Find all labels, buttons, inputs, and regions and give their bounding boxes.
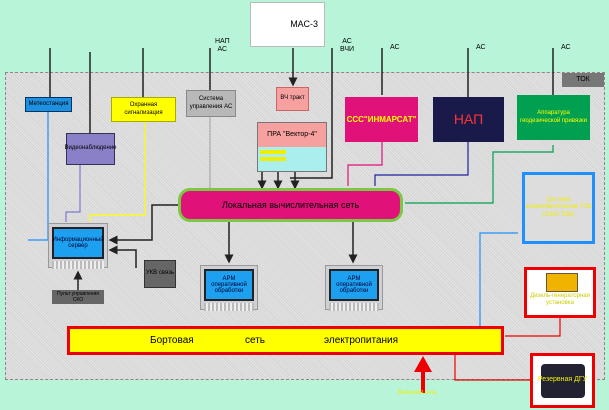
as-control-box: Система управления АС (186, 90, 236, 117)
arm2-label: АРМ оперативной обработки (329, 269, 379, 301)
geodetic-box: Аппаратура геодезической привязки (517, 95, 590, 140)
pra-label: ПРА "Вектор-4" (258, 123, 326, 147)
nap-box: НАП (433, 97, 504, 142)
arm-computer-1: АРМ оперативной обработки (200, 265, 258, 311)
life-support-box: Система жизнеобеспечения ТОК (СЖО ТОК) (522, 172, 595, 244)
server-label: Информационный сервер (52, 227, 104, 259)
power-bus-box: Бортовая сеть электропитания (67, 326, 504, 355)
label-as-vchi: АС ВЧИ (340, 38, 355, 53)
power-word: сеть (245, 335, 266, 346)
mas3-box: МАС-3 (250, 2, 325, 47)
arm-computer-2: АРМ оперативной обработки (325, 265, 383, 311)
label-as: АС (390, 44, 400, 51)
diesel-box: Дизель-генераторная установка (524, 267, 596, 318)
video-box: Видеонаблюдение (64, 133, 117, 165)
inmarsat-box: ССС"ИНМАРСАТ" (345, 97, 418, 142)
power-word: электропитания (324, 335, 399, 346)
pra-box: ПРА "Вектор-4" (257, 122, 327, 172)
reserve-box: Резервная ДГУ (530, 353, 595, 408)
security-box: Охранная сигнализация (111, 97, 176, 122)
diesel-label: Дизель-генераторная установка (530, 293, 590, 307)
server-computer: Информационный сервер (48, 223, 108, 269)
label-nap-as: НАП АС (215, 38, 230, 53)
tok-label: ТОК (562, 73, 604, 87)
meteostation-box: Метеостанция (25, 97, 72, 112)
reserve-label: Резервная ДГУ (537, 376, 588, 384)
vch-box: ВЧ тракт (276, 87, 309, 111)
control-panel-box: Пульт управления СКО (52, 290, 104, 304)
label-as: АС (476, 44, 486, 51)
lan-box: Локальная вычислительная сеть (178, 188, 403, 222)
power-word: Бортовая (150, 335, 194, 346)
ukv-box: УКВ связь (144, 260, 176, 288)
generator-icon (546, 273, 578, 292)
generator-icon (541, 364, 585, 398)
external-network-label: Внешняя сеть (398, 390, 437, 396)
arm1-label: АРМ оперативной обработки (204, 269, 254, 301)
mas3-label: МАС-3 (290, 19, 318, 30)
label-as: АС (561, 44, 571, 51)
